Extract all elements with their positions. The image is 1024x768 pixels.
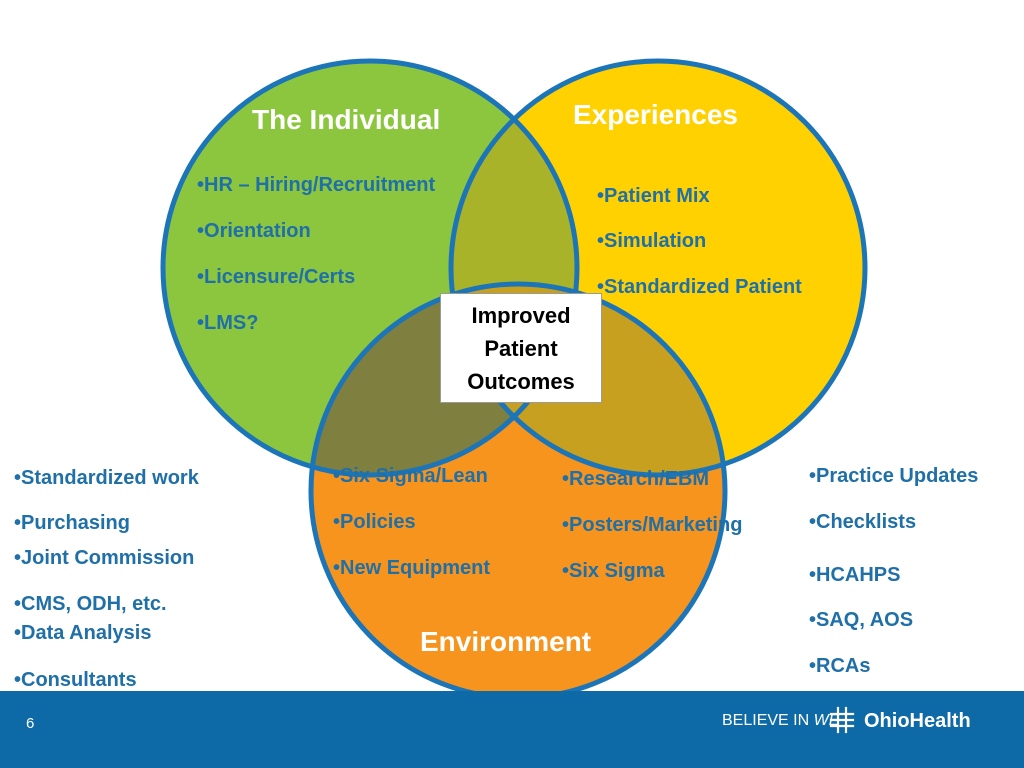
list-item: LMS? [197,312,435,335]
list-item: Consultants [14,669,199,692]
outline-environment [308,281,728,691]
list-item: RCAs [809,655,978,678]
list-item: Patient Mix [597,185,802,208]
brand-name: OhioHealth [864,710,971,732]
center-outcome-text: Improved Patient Outcomes [467,302,575,394]
title-environment: Environment [420,626,592,657]
list-item: Standardized work [14,467,199,490]
environment-right-list: Research/EBM Posters/Marketing Six Sigma [562,468,742,583]
environment-left-list: Six Sigma/Lean Policies New Equipment [333,465,490,580]
list-item: Research/EBM [562,468,742,491]
outer-right-list: Practice Updates Checklists HCAHPS SAQ, … [809,465,978,678]
list-item: New Equipment [333,557,490,580]
list-item: Six Sigma [562,560,742,583]
tagline: BELIEVE IN WE [722,712,839,730]
list-item: Posters/Marketing [562,514,742,537]
list-item: Practice Updates [809,465,978,488]
list-item: Six Sigma/Lean [333,465,490,488]
individual-list: HR – Hiring/Recruitment Orientation Lice… [197,174,435,335]
outer-left-list: Standardized work Purchasing Joint Commi… [14,467,199,692]
list-item: Purchasing [14,512,199,535]
ohiohealth-grid-icon [829,706,855,734]
list-item: Standardized Patient [597,276,802,299]
overlap-experiences-environment [451,284,725,475]
list-item: CMS, ODH, etc. [14,593,199,616]
list-item: Simulation [597,230,802,253]
list-item: HCAHPS [809,564,978,587]
page-number: 6 [26,715,35,732]
list-item: Orientation [197,220,435,243]
tagline-we: WE [813,712,840,729]
list-item: Data Analysis [14,622,199,645]
list-item: Checklists [809,511,978,534]
list-item: Joint Commission [14,547,199,570]
tagline-prefix: BELIEVE IN [722,712,810,729]
experiences-list: Patient Mix Simulation Standardized Pati… [597,185,802,299]
list-item: SAQ, AOS [809,609,978,632]
list-item: Licensure/Certs [197,266,435,289]
list-item: HR – Hiring/Recruitment [197,174,435,197]
list-item: Policies [333,511,490,534]
center-outcome-box: Improved Patient Outcomes [440,293,602,403]
title-experiences: Experiences [573,99,738,130]
footer-bar: 6 BELIEVE IN WE OhioHealth [0,691,1024,768]
overlap-individual-environment [311,284,577,475]
title-individual: The Individual [252,104,441,135]
